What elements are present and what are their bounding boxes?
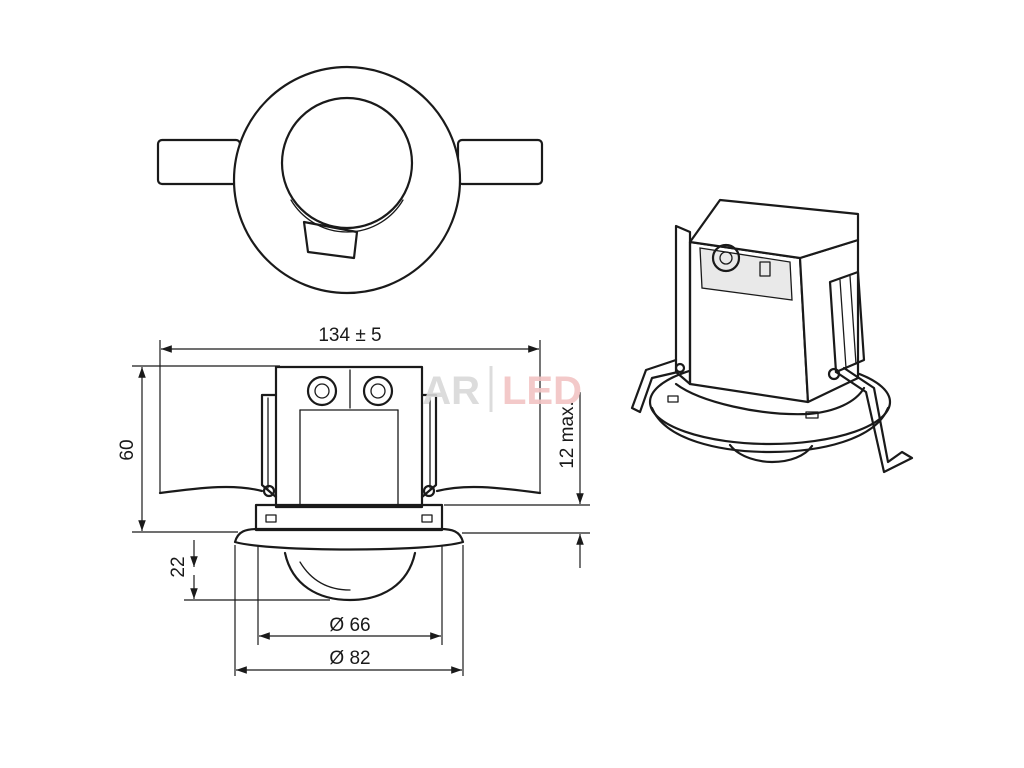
dome-height-label: 22 <box>168 556 189 577</box>
iso-flange-lower <box>650 406 890 454</box>
watermark-right-text: LED <box>502 369 582 413</box>
terminal-right <box>362 375 394 407</box>
top-view-lens <box>280 96 414 230</box>
right-clip <box>420 393 438 499</box>
dome <box>283 551 417 602</box>
iso-housing-recess <box>699 247 793 301</box>
inner-diameter-label: Ø 66 <box>329 615 370 636</box>
dimensions: 134 ± 5 60 12 max. 22 Ø 66 Ø 82 <box>117 325 590 676</box>
base-slot-right <box>421 514 433 523</box>
terminal-right-inner <box>370 383 386 399</box>
iso-base-band <box>674 382 866 416</box>
top-view <box>156 65 544 295</box>
top-view-lens-rim <box>290 199 404 233</box>
left-clip <box>260 393 278 499</box>
iso-terminal <box>711 243 741 273</box>
iso-right-spring <box>834 366 914 474</box>
terminal-left-inner <box>314 383 330 399</box>
iso-base-slot-1 <box>805 411 819 419</box>
iso-terminal-notch <box>759 261 771 277</box>
iso-right-clip-rib-1 <box>839 279 847 369</box>
isometric-view <box>630 198 914 474</box>
terminal-left <box>306 375 338 407</box>
right-spring <box>435 485 542 495</box>
top-view-outer-flange <box>232 65 462 295</box>
flange <box>233 527 465 551</box>
left-spring <box>158 485 264 495</box>
housing-body <box>274 365 424 509</box>
iso-left-clip <box>674 224 692 386</box>
base-slot-left <box>265 514 277 523</box>
front-view <box>158 365 542 602</box>
iso-right-clip <box>828 270 866 374</box>
iso-housing-side <box>798 238 860 404</box>
iso-dome <box>728 443 814 464</box>
left-clip-screw <box>262 484 276 498</box>
iso-base-slot-2 <box>667 395 679 403</box>
watermark: AR LED <box>422 366 582 413</box>
iso-housing-top <box>688 198 860 260</box>
right-clip-screw <box>422 484 436 498</box>
base-plate <box>254 503 444 532</box>
outer-diameter-label: Ø 82 <box>329 648 370 669</box>
iso-left-spring-screw <box>674 362 686 374</box>
dome-highlight <box>299 561 351 591</box>
top-view-left-arm <box>156 138 242 186</box>
flange-height-label: 12 max. <box>557 401 578 469</box>
iso-spring-screw <box>827 367 841 381</box>
width-total-label: 134 ± 5 <box>318 325 381 346</box>
iso-left-spring <box>630 358 680 414</box>
watermark-left-text: AR <box>422 369 480 413</box>
height-total-label: 60 <box>117 439 138 460</box>
iso-terminal-inner <box>719 251 733 265</box>
top-view-tab <box>302 220 359 260</box>
iso-right-clip-rib-2 <box>849 275 857 365</box>
top-view-right-arm <box>456 138 544 186</box>
